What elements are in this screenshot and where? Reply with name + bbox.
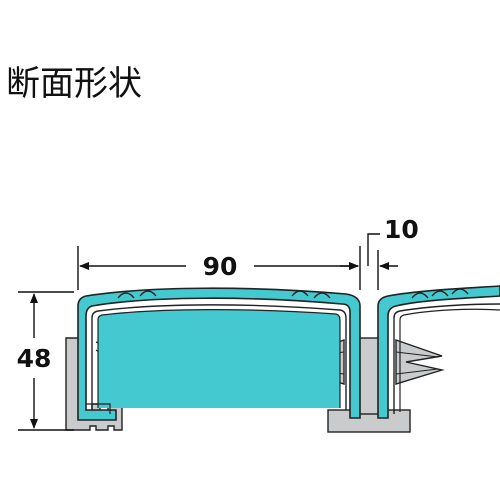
left-profile [77,287,361,421]
height-label: 48 [17,344,52,373]
gap-dimension [340,233,398,290]
center-base [327,337,411,433]
right-fin [395,339,445,385]
width-label: 90 [203,252,238,281]
height-dimension [18,291,74,431]
width-dimension [77,246,361,290]
right-profile [377,285,500,419]
section-title: 断面形状 [6,64,142,104]
gap-label: 10 [384,215,419,244]
